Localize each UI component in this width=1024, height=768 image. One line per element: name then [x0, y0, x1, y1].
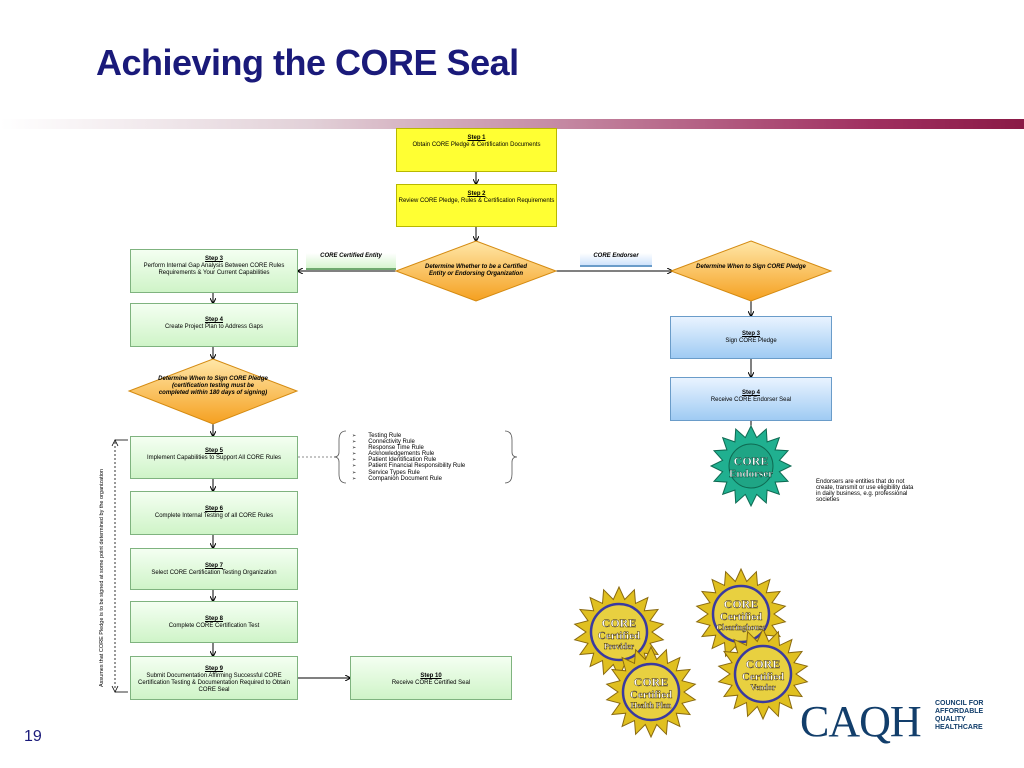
left-step6-label: Step 6: [204, 506, 223, 512]
core-rules-list: Testing Rule Connectivity Rule Response …: [352, 433, 465, 482]
seal-ch-line1: CORE: [724, 597, 759, 611]
rule-item: Acknowledgements Rule: [352, 451, 465, 457]
left-step7-box: Step 7 Select CORE Certification Testing…: [130, 548, 298, 590]
caqh-tagline-line: HEALTHCARE: [935, 724, 983, 731]
top-decision-text: Determine Whether to be a Certified Enti…: [424, 264, 528, 277]
caqh-tagline-line: COUNCIL FOR: [935, 700, 984, 707]
step1-box: Step 1 Obtain CORE Pledge & Certificatio…: [396, 128, 557, 172]
rule-item: Testing Rule: [352, 433, 465, 439]
seal-ve-line2: Certified: [742, 671, 784, 683]
endorser-note: Endorsers are entities that do not creat…: [816, 479, 914, 503]
left-step9-text: Submit Documentation Affirming Successfu…: [138, 673, 290, 693]
vertical-assumption-note: Assumes that CORE Pledge is to be signed…: [99, 469, 105, 687]
right-step4-box: Step 4 Receive CORE Endorser Seal: [670, 377, 832, 421]
caqh-tagline-line: QUALITY: [935, 716, 966, 723]
seal-health-plan: [605, 645, 697, 739]
step10-text: Receive CORE Certified Seal: [391, 680, 471, 686]
step1-label: Step 1: [467, 135, 486, 141]
left-step6-box: Step 6 Complete Internal Testing of all …: [130, 491, 298, 535]
left-step4-label: Step 4: [204, 317, 223, 323]
rule-item: Companion Document Rule: [352, 476, 465, 482]
page-number: 19: [24, 728, 42, 745]
left-step8-box: Step 8 Complete CORE Certification Test: [130, 601, 298, 643]
seal-endorser-line1: CORE: [734, 454, 769, 468]
decision-diamond-right: [669, 240, 833, 302]
rules-left-brace: [333, 430, 347, 484]
decision-diamond-left: [127, 358, 299, 425]
seal-ch-line2: Certified: [720, 611, 762, 623]
step1-text: Obtain CORE Pledge & Certification Docum…: [412, 142, 541, 148]
seal-pr-line2: Certified: [598, 630, 640, 642]
left-step6-text: Complete Internal Testing of all CORE Ru…: [154, 513, 274, 519]
left-step4-box: Step 4 Create Project Plan to Address Ga…: [130, 303, 298, 347]
endorser-tag: CORE Endorser: [580, 253, 652, 267]
rule-item: Connectivity Rule: [352, 439, 465, 445]
seal-vendor-text: CORE Certified Vendor: [742, 657, 785, 692]
seal-ch-line3: Clearinghouse: [716, 623, 766, 632]
left-step7-label: Step 7: [204, 563, 223, 569]
seal-hp-line3: Health Plan: [631, 701, 672, 710]
caqh-tagline-line: AFFORDABLE: [935, 708, 984, 715]
seal-pr-line1: CORE: [602, 616, 637, 630]
seal-ve-line3: Vendor: [750, 683, 775, 692]
seal-provider: [573, 585, 665, 679]
caqh-tagline: COUNCIL FOR AFFORDABLE QUALITY HEALTHCAR…: [935, 700, 983, 732]
left-step3-box: Step 3 Perform Internal Gap Analysis Bet…: [130, 249, 298, 293]
rule-item: Patient Financial Responsibility Rule: [352, 463, 465, 469]
seal-endorser-text: CORE Endorser: [729, 454, 774, 480]
seal-clearinghouse-text: CORE Certified Clearinghouse: [716, 597, 766, 632]
left-step5-box: Step 5 Implement Capabilities to Support…: [130, 436, 298, 479]
right-decision-text: Determine When to Sign CORE Pledge: [696, 264, 806, 270]
left-step7-text: Select CORE Certification Testing Organi…: [151, 570, 277, 576]
left-step8-text: Complete CORE Certification Test: [168, 623, 260, 629]
rule-item: Response Time Rule: [352, 445, 465, 451]
left-step5-label: Step 5: [204, 448, 223, 454]
left-step4-text: Create Project Plan to Address Gaps: [164, 324, 264, 330]
seal-ve-line1: CORE: [746, 657, 781, 671]
step2-label: Step 2: [467, 191, 486, 197]
certified-entity-tag: CORE Certified Entity: [306, 253, 396, 270]
rule-item: Service Types Rule: [352, 470, 465, 476]
title-divider: [0, 119, 1024, 129]
rules-right-brace: [504, 430, 518, 484]
step10-label: Step 10: [420, 673, 442, 679]
left-step5-text: Implement Capabilities to Support All CO…: [146, 455, 282, 461]
seal-endorser: [709, 424, 793, 508]
rule-item: Patient Identification Rule: [352, 457, 465, 463]
seal-hp-line1: CORE: [634, 675, 669, 689]
decision-diamond-top: [394, 240, 558, 302]
left-step9-box: Step 9 Submit Documentation Affirming Su…: [130, 656, 298, 700]
step2-text: Review CORE Pledge, Rules & Certificatio…: [398, 198, 555, 204]
right-step3-label: Step 3: [741, 331, 760, 337]
left-decision-text: Determine When to Sign CORE Pledge (cert…: [158, 376, 268, 396]
right-step3-box: Step 3 Sign CORE Pledge: [670, 316, 832, 359]
right-step3-text: Sign CORE Pledge: [725, 338, 777, 344]
caqh-logo: CAQH: [800, 697, 922, 746]
seal-health-plan-text: CORE Certified Health Plan: [630, 675, 673, 710]
left-step9-label: Step 9: [204, 666, 223, 672]
seal-vendor: [717, 627, 809, 721]
step2-box: Step 2 Review CORE Pledge, Rules & Certi…: [396, 184, 557, 227]
right-step4-label: Step 4: [741, 390, 760, 396]
left-step3-label: Step 3: [204, 256, 223, 262]
step10-box: Step 10 Receive CORE Certified Seal: [350, 656, 512, 700]
seal-hp-line2: Certified: [630, 689, 672, 701]
seal-provider-text: CORE Certified Provider: [598, 616, 641, 651]
right-step4-text: Receive CORE Endorser Seal: [710, 397, 792, 403]
slide-title: Achieving the CORE Seal: [96, 42, 519, 83]
left-step8-label: Step 8: [204, 616, 223, 622]
seal-endorser-line2: Endorser: [729, 468, 773, 480]
seal-pr-line3: Provider: [604, 642, 635, 651]
left-step3-text: Perform Internal Gap Analysis Between CO…: [143, 263, 285, 276]
